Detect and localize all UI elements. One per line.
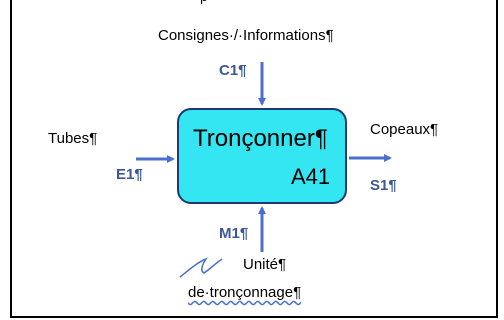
activity-id: A41 — [291, 164, 331, 189]
control-code-label: C1¶ — [219, 62, 247, 79]
mechanism-code-label: M1¶ — [219, 225, 249, 242]
output-code-label: S1¶ — [370, 177, 397, 194]
top-clipped-text: p — [200, 0, 208, 4]
mechanism-label-line2: de·tronçonnage¶ — [188, 284, 302, 301]
squiggle-icon — [179, 257, 223, 278]
entry-code-label: E1¶ — [116, 166, 143, 183]
activity-box — [177, 108, 347, 204]
activity-title: Tronçonner¶ — [193, 125, 328, 152]
mechanism-label-line1: Unité¶ — [243, 256, 287, 273]
outputs-label: Copeaux¶ — [370, 121, 439, 138]
entries-label: Tubes¶ — [48, 130, 98, 147]
controls-label: Consignes·/·Informations¶ — [158, 27, 334, 44]
diagram-frame — [10, 0, 498, 318]
